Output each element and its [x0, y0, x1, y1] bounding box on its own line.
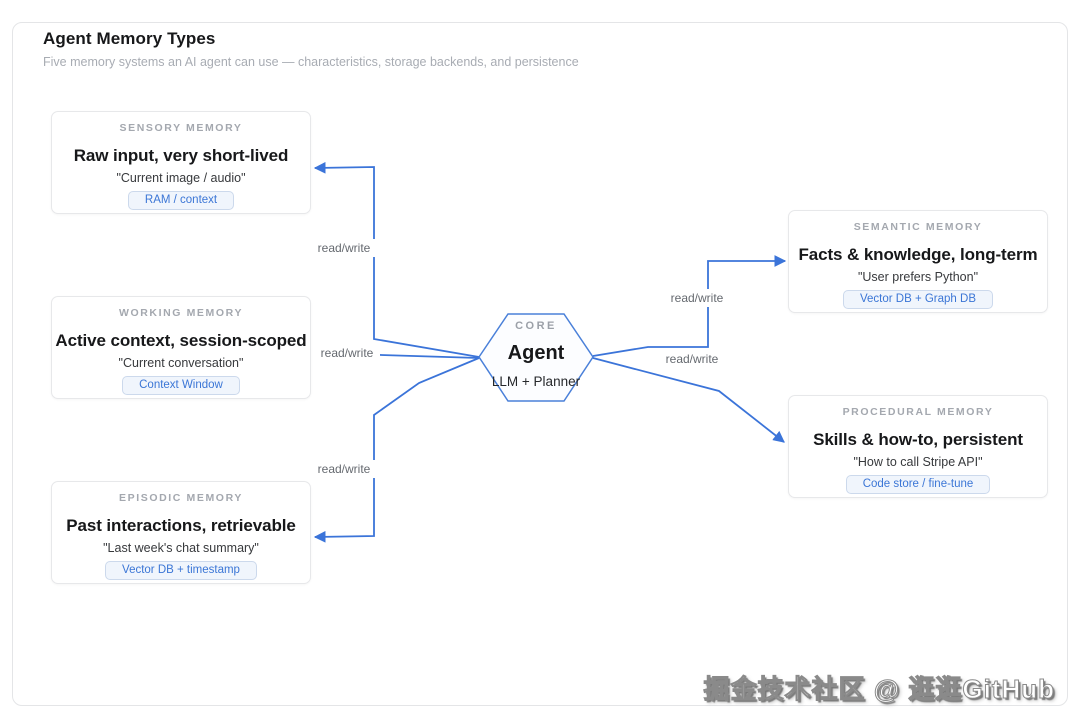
edge-label-episodic: read/write [309, 460, 379, 478]
node-label: EPISODIC MEMORY [119, 492, 243, 504]
node-procedural-memory: PROCEDURAL MEMORY Skills & how-to, persi… [788, 395, 1048, 498]
edge-label-semantic: read/write [663, 289, 731, 307]
node-semantic-memory: SEMANTIC MEMORY Facts & knowledge, long-… [788, 210, 1048, 313]
node-label: SEMANTIC MEMORY [853, 221, 983, 233]
node-badge: Code store / fine-tune [845, 475, 991, 494]
node-title: Facts & knowledge, long-term [798, 245, 1038, 264]
node-quote: "Last week's chat summary" [103, 541, 259, 555]
edge-label-working: read/write [314, 344, 380, 362]
page-title: Agent Memory Types [43, 29, 216, 48]
node-episodic-memory: EPISODIC MEMORY Past interactions, retri… [51, 481, 311, 584]
node-working-memory: WORKING MEMORY Active context, session-s… [51, 296, 311, 399]
node-title: Skills & how-to, persistent [813, 430, 1023, 449]
edge-label-sensory: read/write [309, 239, 379, 257]
edge-sensory-line [313, 161, 480, 358]
edge-episodic-line [313, 357, 480, 543]
node-quote: "User prefers Python" [857, 270, 979, 284]
page-subtitle: Five memory systems an AI agent can use … [43, 55, 579, 69]
node-badge: Vector DB + timestamp [105, 561, 257, 580]
core-title: Agent [507, 342, 565, 364]
edge-procedural-line [592, 357, 785, 443]
node-badge: RAM / context [127, 191, 235, 210]
node-title: Past interactions, retrievable [66, 516, 296, 535]
core-label: CORE [515, 320, 557, 332]
node-quote: "Current conversation" [118, 356, 244, 370]
edge-semantic-line [592, 255, 787, 357]
node-title: Active context, session-scoped [55, 331, 307, 350]
watermark: 掘金技术社区 @ 逛逛GitHub [703, 674, 1055, 705]
diagram-card: Agent Memory Types Five memory systems a… [12, 22, 1068, 706]
node-label: WORKING MEMORY [118, 307, 244, 319]
node-sensory-memory: SENSORY MEMORY Raw input, very short-liv… [51, 111, 311, 214]
node-title: Raw input, very short-lived [73, 146, 289, 165]
node-quote: "Current image / audio" [116, 171, 246, 185]
core-subtitle: LLM + Planner [491, 374, 581, 389]
node-quote: "How to call Stripe API" [853, 455, 983, 469]
node-badge: Context Window [122, 376, 240, 395]
node-badge: Vector DB + Graph DB [842, 290, 993, 309]
node-label: PROCEDURAL MEMORY [842, 406, 994, 418]
node-label: SENSORY MEMORY [119, 122, 243, 134]
edge-label-procedural: read/write [658, 350, 726, 368]
